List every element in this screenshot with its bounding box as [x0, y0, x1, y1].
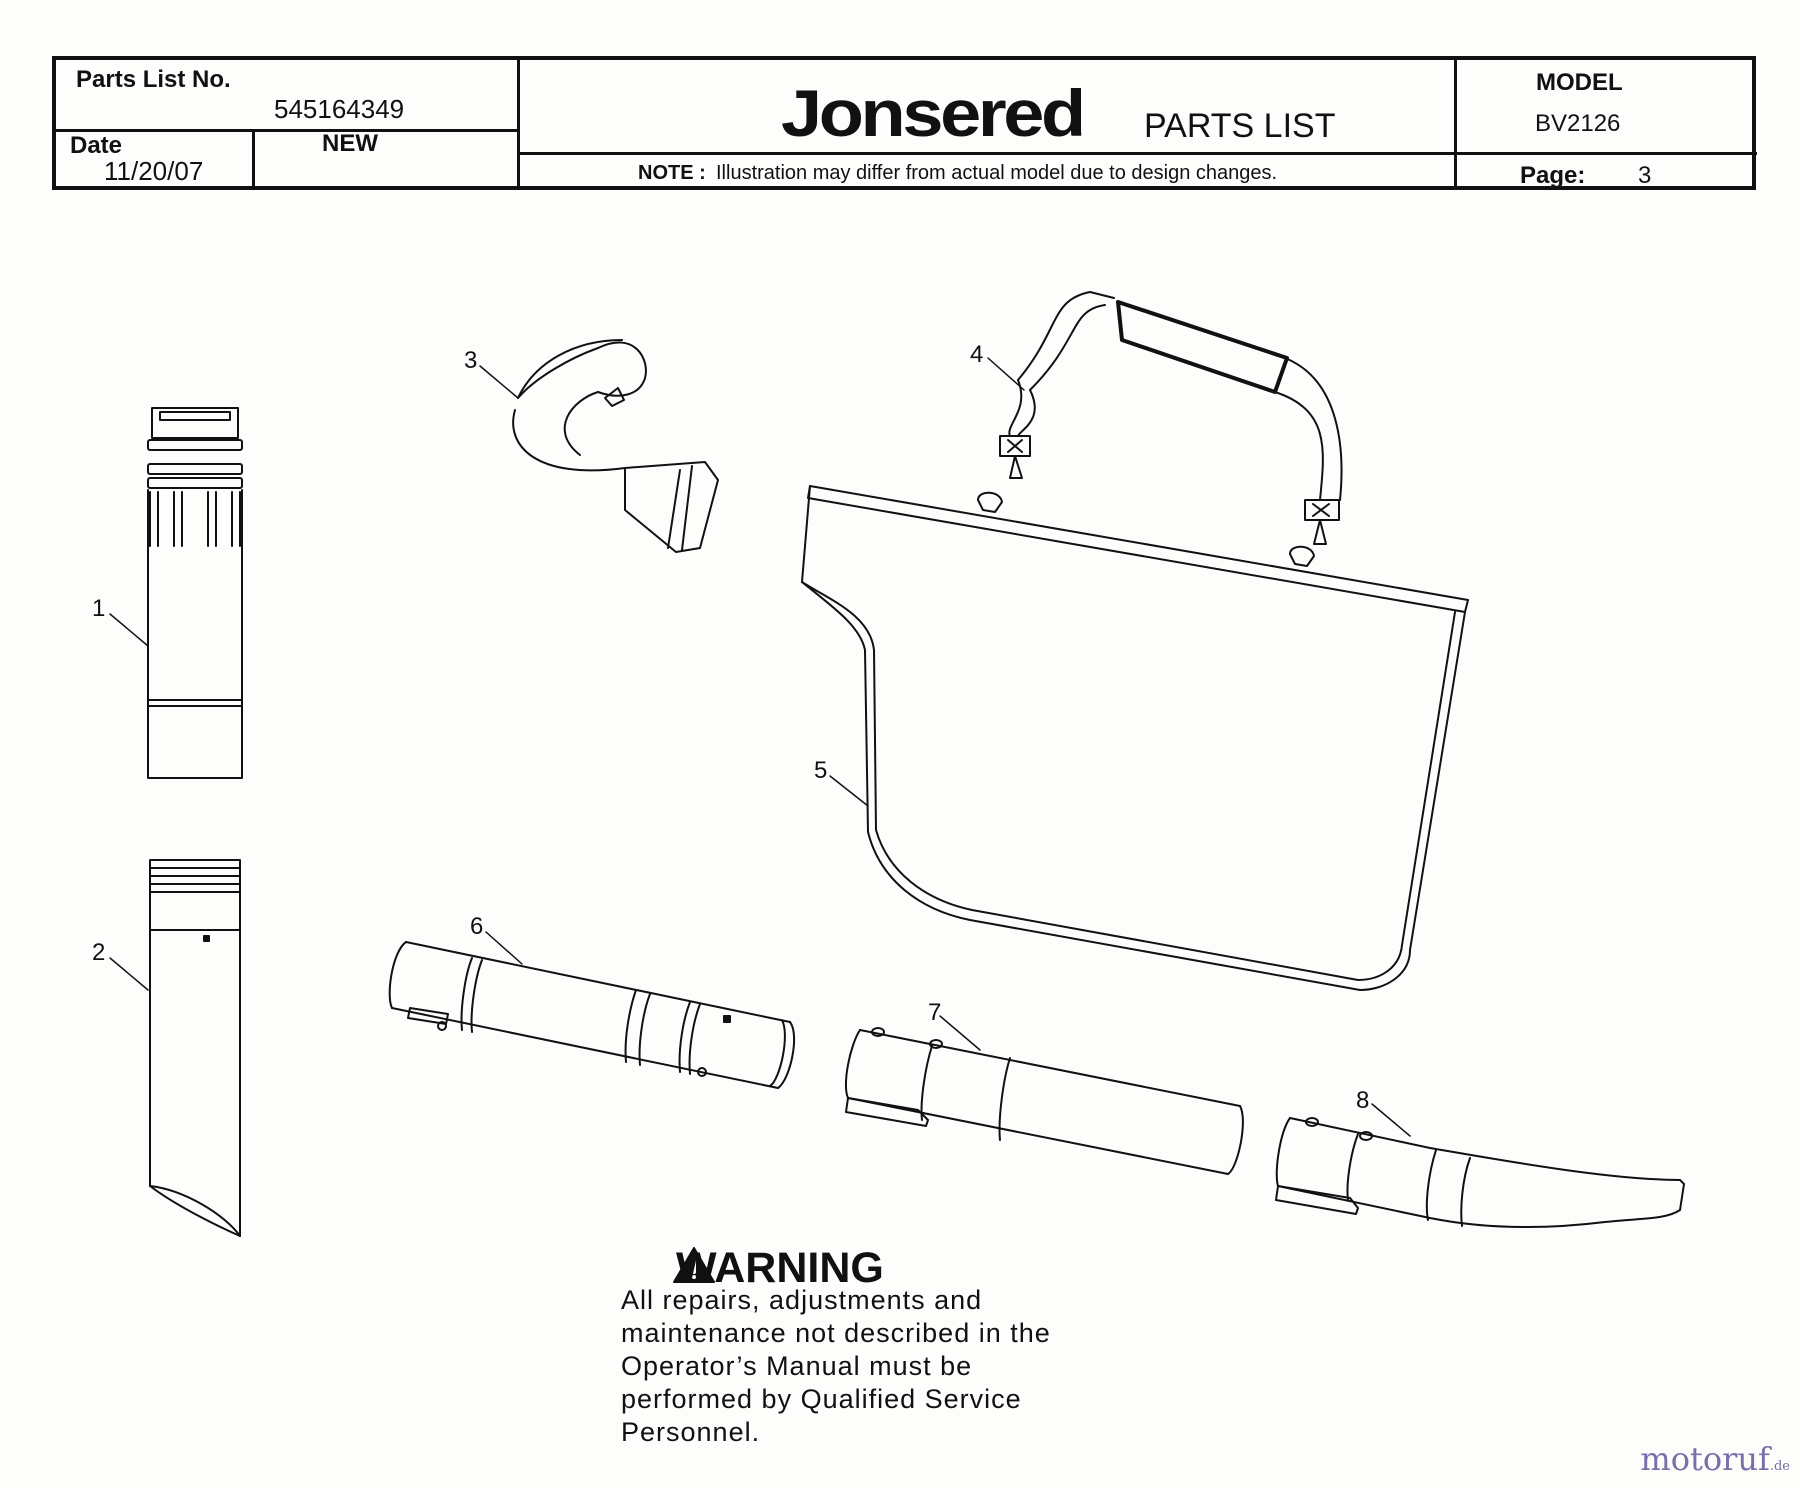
warning-triangle-icon: [673, 1247, 715, 1283]
watermark-suffix: .de: [1769, 1459, 1790, 1474]
callout-3: 3: [464, 347, 477, 374]
warning-title: WARNING: [676, 1244, 884, 1292]
watermark: motoruf.de: [1640, 1440, 1790, 1478]
parts-list-label: Parts List No.: [76, 66, 231, 93]
date-value: 11/20/07: [104, 156, 204, 186]
doc-title: PARTS LIST: [1144, 107, 1336, 145]
leader-lines: [109, 357, 1411, 1137]
model-value: BV2126: [1535, 110, 1621, 137]
part-7-nozzle: [844, 1027, 1244, 1175]
part-3-elbow: [512, 339, 719, 553]
note-text: Illustration may differ from actual mode…: [716, 162, 1278, 184]
header-table: Parts List No. 545164349 Date 11/20/07 N…: [52, 56, 1757, 190]
page-label: Page:: [1520, 162, 1586, 189]
callout-1: 1: [92, 595, 105, 622]
part-2-lower-tube: [149, 859, 241, 1237]
callout-4: 4: [970, 341, 983, 368]
callout-8: 8: [1356, 1087, 1369, 1114]
parts-list-number: 545164349: [274, 94, 405, 124]
callout-5: 5: [814, 757, 827, 784]
callout-7: 7: [928, 999, 941, 1026]
part-5-bag: [801, 485, 1469, 991]
status-label: NEW: [322, 130, 378, 157]
part-8-curved-nozzle: [1275, 1117, 1685, 1228]
part-1-upper-tube: [147, 407, 243, 779]
watermark-name: motoruf: [1640, 1440, 1770, 1478]
page-number: 3: [1638, 162, 1652, 189]
brand-logo: Jonsered: [781, 76, 1086, 150]
warning-text: All repairs, adjustments and maintenance…: [621, 1285, 1051, 1447]
callout-2: 2: [92, 939, 105, 966]
model-label: MODEL: [1536, 69, 1623, 96]
note-label: NOTE :: [638, 162, 706, 184]
date-label: Date: [70, 132, 123, 159]
part-4-strap: [999, 291, 1343, 545]
callout-6: 6: [470, 913, 483, 940]
part-6-tube: [388, 941, 795, 1089]
